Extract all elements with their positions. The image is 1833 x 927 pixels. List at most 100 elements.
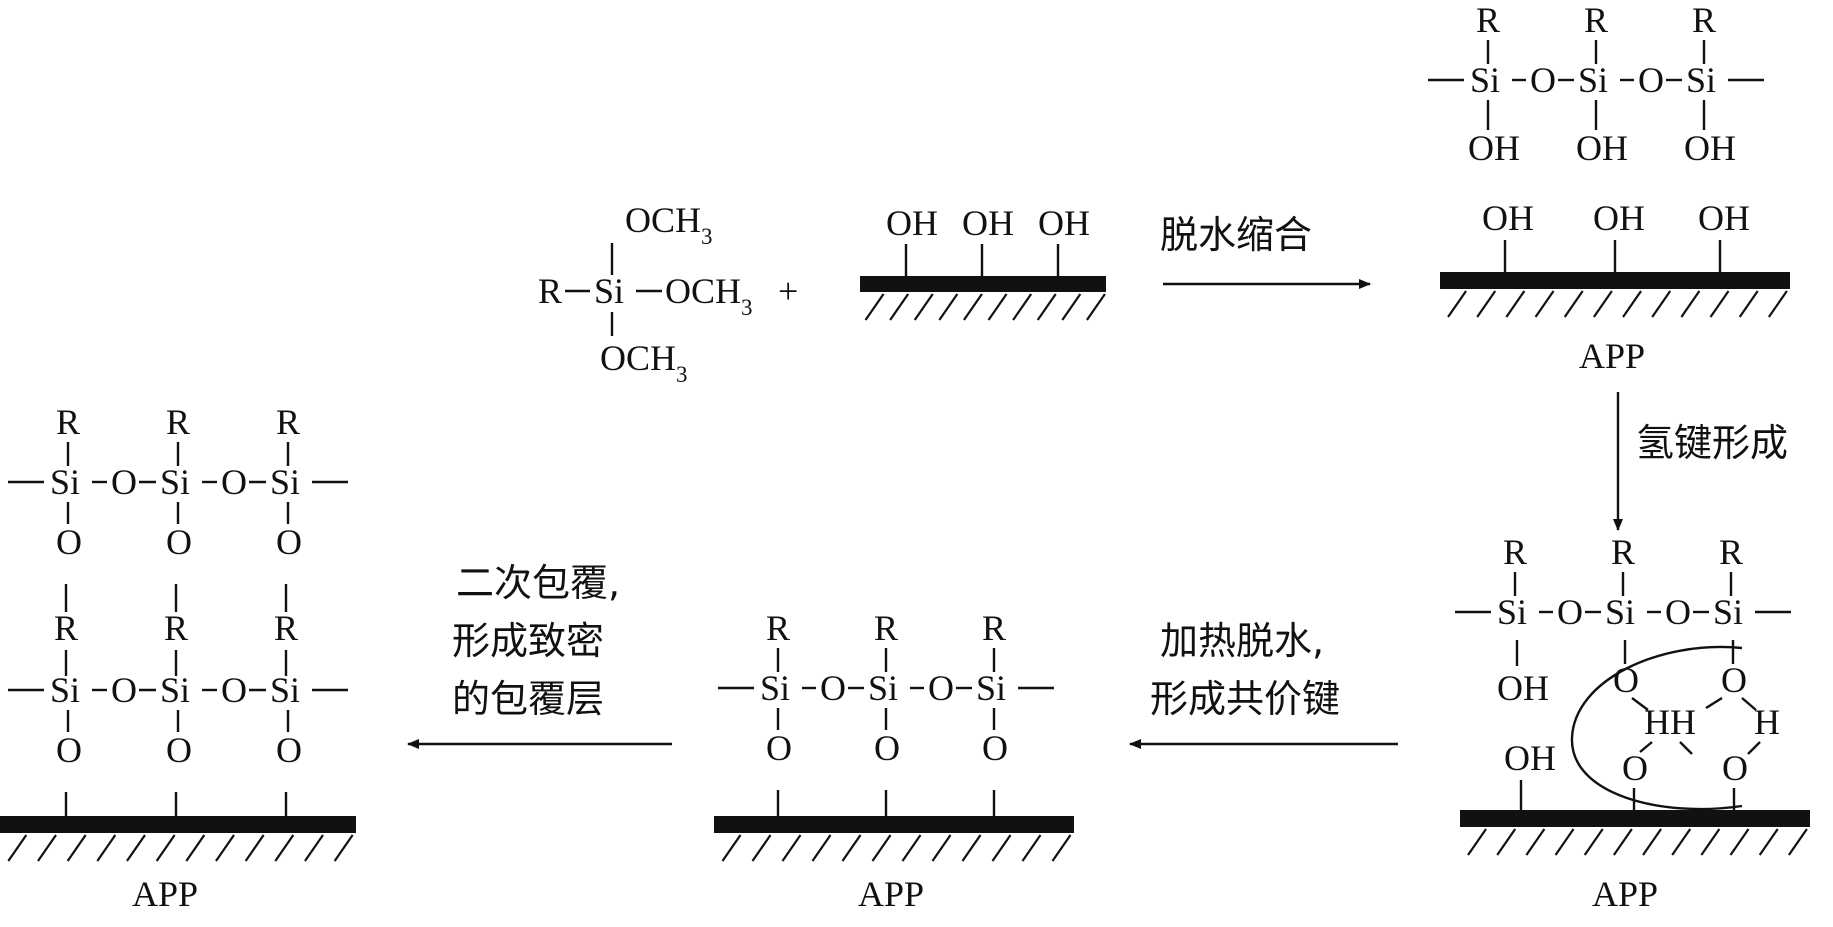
surface-hatch [1680, 290, 1701, 318]
bridge-oxygen: O [928, 668, 954, 708]
r-group: R [1719, 532, 1743, 572]
bridge-oxygen: O [221, 670, 247, 710]
surface-hatch [1612, 828, 1633, 856]
mid-r-3: R [274, 608, 298, 648]
label-coat-3: 的包覆层 [452, 677, 604, 721]
label-coat-2: 形成致密 [452, 619, 604, 663]
surface-hatch [1729, 828, 1750, 856]
surface-hatch [1583, 828, 1604, 856]
surface-hatch [811, 834, 832, 862]
label-hbond: 氢键形成 [1636, 421, 1788, 465]
app-oh-3: OH [1698, 198, 1750, 238]
surface-hatch [1592, 290, 1613, 318]
si-atom: Si [270, 462, 300, 502]
surface-hatch [1447, 290, 1467, 318]
surface-oh-3: OH [1038, 203, 1090, 243]
app-label-4: APP [132, 874, 198, 914]
hb-o-low-2: O [1722, 748, 1748, 788]
oxygen-atom: O [982, 728, 1008, 768]
app-label-1: APP [1579, 336, 1645, 376]
bridge-oxygen: O [1638, 60, 1664, 100]
bridge-oxygen: O [111, 670, 137, 710]
r-group: R [1476, 0, 1500, 40]
app-label-3: APP [858, 874, 924, 914]
hb-oh-left: OH [1497, 668, 1549, 708]
r-group: R [874, 608, 898, 648]
r-group: R [1692, 0, 1716, 40]
si-atom: Si [1686, 60, 1716, 100]
surface-hatch [37, 834, 57, 862]
surface-hatch [215, 834, 235, 862]
hb-hh: HH [1644, 702, 1696, 742]
arrow-hbond: 氢键形成 [1613, 392, 1788, 531]
surface-hatch [274, 834, 295, 862]
r-group: R [56, 402, 80, 442]
oxygen-atom: O [766, 728, 792, 768]
surface-hatch [781, 834, 802, 862]
surface-hatch [333, 834, 354, 862]
surface-hatch [1496, 828, 1517, 856]
app-oh-2: OH [1593, 198, 1645, 238]
mid-r-2: R [164, 608, 188, 648]
surface-hatch [841, 834, 862, 862]
surface-hatch [1622, 290, 1642, 318]
surface-hatch [1467, 828, 1487, 856]
si-atom: Si [50, 670, 80, 710]
arrow-coating: 二次包覆, 形成致密 的包覆层 [407, 561, 672, 749]
methoxy-top: OCH3 [625, 200, 713, 249]
bridge-oxygen: O [820, 668, 846, 708]
app-oh-1: OH [1482, 198, 1534, 238]
surface-hatch [1476, 290, 1497, 318]
hb-o-right: O [1721, 660, 1747, 700]
surface-hatch [1563, 290, 1584, 318]
hydroxyl-group: OH [1576, 128, 1628, 168]
si-atom: Si [1578, 60, 1608, 100]
surface-hatch [185, 834, 206, 862]
si-atom: Si [160, 670, 190, 710]
surface-hatch [1021, 834, 1042, 862]
r-group: R [1503, 532, 1527, 572]
methoxy-bottom: OCH3 [600, 338, 688, 387]
label-coat-1: 二次包覆, [456, 561, 620, 605]
surface-hatch [1036, 293, 1057, 321]
oxygen-atom: O [874, 728, 900, 768]
surface-hatch [751, 834, 772, 862]
surface-hatch [931, 834, 952, 862]
r-group: R [982, 608, 1006, 648]
methoxy-right: OCH3 [665, 271, 753, 320]
surface-hatch [1642, 828, 1662, 856]
label-heat-2: 形成共价键 [1150, 677, 1340, 721]
label-condensation: 脱水缩合 [1160, 213, 1312, 257]
oxygen-atom: O [276, 730, 302, 770]
surface-hatch [991, 834, 1012, 862]
label-heat-1: 加热脱水, [1160, 619, 1324, 663]
surface-hatch [1671, 828, 1692, 856]
surface-hatch [1505, 290, 1526, 318]
hydroxyl-group: OH [1468, 128, 1520, 168]
surface-hatch [1534, 290, 1555, 318]
surface-hatch [1738, 290, 1759, 318]
si-atom: Si [160, 462, 190, 502]
surface-hatch [889, 293, 910, 321]
plus-sign: + [778, 271, 798, 311]
surface-hatch [938, 293, 959, 321]
si-atom: Si [976, 668, 1006, 708]
hydroxyl-group: OH [1684, 128, 1736, 168]
surface-hatch [155, 834, 176, 862]
si-atom: Si [1497, 592, 1527, 632]
surface-hatch [1700, 828, 1721, 856]
hb-h: H [1754, 702, 1780, 742]
surface-hatch [913, 293, 934, 321]
bridge-oxygen: O [1665, 592, 1691, 632]
surface-hatch [66, 834, 87, 862]
surface-hatch [864, 293, 885, 321]
si-atom: Si [1713, 592, 1743, 632]
surface-hatch [7, 834, 28, 862]
surface-hatch [126, 834, 146, 862]
surface-hatch [1651, 290, 1672, 318]
hb-o-low-1: O [1622, 748, 1648, 788]
